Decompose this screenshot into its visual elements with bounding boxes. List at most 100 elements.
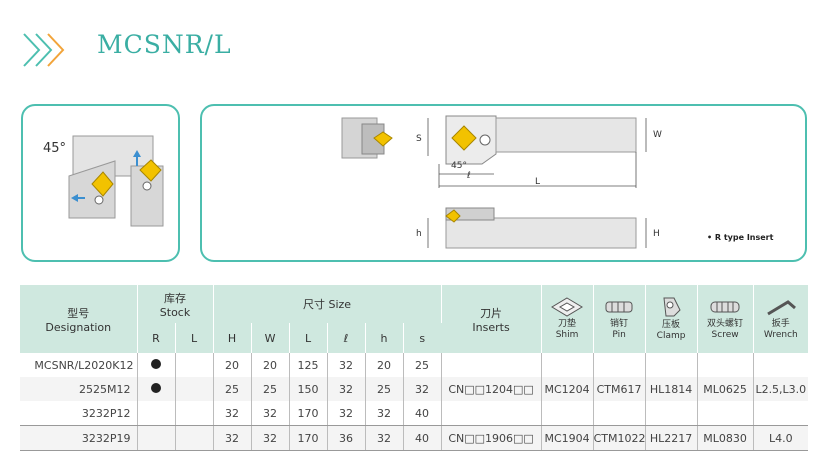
size-L-header: L [289,323,328,353]
pin-header-cn: 销钉 [610,319,629,329]
shim-header: 刀垫 Shim [541,285,594,353]
table-row: 3232P12 32 32 170 32 32 40 [20,401,809,426]
size-W-cell: 32 [251,401,290,426]
wrench-cell [753,353,808,377]
inserts-header-en: Inserts [472,320,510,334]
designation-cell: 2525M12 [20,377,138,401]
tool-angle-illustration [68,135,164,227]
dim-w-label: W [653,130,662,140]
clamp-header: 压板 Clamp [645,285,698,353]
inserts-cell [441,353,542,377]
size-s-cell: 40 [403,425,442,451]
size-H-cell: 32 [213,425,252,451]
wrench-cell: L2.5,L3.0 [753,377,809,401]
size-L-cell: 150 [289,377,328,401]
size-H-cell: 20 [213,353,252,377]
clamp-cell [645,353,698,377]
dim-angle-label: 45° [451,161,467,171]
wrench-header-en: Wrench [763,330,798,340]
inserts-cell: CN□□1204□□ [441,377,542,401]
stock-header-cn: 库存 [164,291,186,305]
dim-H-label: H [653,229,660,239]
in-stock-dot-icon [151,382,161,393]
table-row: 2525M12 25 25 150 32 25 32 CN□□1204□□ MC… [20,377,809,401]
size-W-cell: 25 [251,377,290,401]
inserts-header-cn: 刀片 [480,306,503,320]
stock-r-header: R [137,323,176,353]
pin-header-en: Pin [612,330,626,340]
size-L-cell: 170 [289,425,328,451]
angle-illustration-panel: 45° [21,104,180,262]
pin-icon [605,301,633,313]
shim-cell [541,353,594,377]
size-W-cell: 20 [251,353,290,377]
shim-cell: MC1204 [541,377,594,401]
shim-cell [541,401,594,426]
stock-r-cell [137,353,176,377]
inserts-cell [441,401,542,426]
size-ell-cell: 36 [327,425,366,451]
size-ell-header: ℓ [327,323,366,353]
size-s-cell: 40 [403,401,442,426]
stock-l-cell [175,425,214,451]
wrench-cell [753,401,809,426]
size-W-header: W [251,323,290,353]
stock-header: 库存 Stock [137,285,214,323]
stock-header-en: Stock [159,305,191,319]
screw-cell: ML0830 [697,425,754,451]
size-s-cell: 32 [403,377,442,401]
in-stock-dot-icon [151,358,161,369]
stock-l-cell [175,377,214,401]
designation-cell: MCSNR/L2020K12 [20,353,138,377]
designation-cell: 3232P19 [20,425,138,451]
dim-h-label: h [416,229,422,239]
size-H-cell: 25 [213,377,252,401]
clamp-cell: HL2217 [645,425,698,451]
size-L-cell: 170 [289,401,328,426]
designation-header-en: Designation [45,320,112,334]
clamp-header-en: Clamp [656,331,686,341]
size-W-cell: 32 [251,425,290,451]
pin-cell: CTM617 [593,377,646,401]
screw-cell [697,353,754,377]
clamp-header-cn: 压板 [662,320,681,330]
stock-l-cell [175,401,214,426]
screw-cell [697,401,754,426]
angle-label: 45° [43,141,67,156]
screw-icon [710,301,740,313]
size-s-cell: 25 [403,353,442,377]
table-row: 3232P19 32 32 170 36 32 40 CN□□1906□□ MC… [20,425,809,451]
size-h-cell: 25 [365,377,404,401]
shim-header-en: Shim [555,330,579,340]
size-H-cell: 32 [213,401,252,426]
size-header: 尺寸 Size [213,285,442,323]
shim-icon [551,297,584,317]
clamp-cell: HL1814 [645,377,698,401]
pin-cell [593,353,646,377]
wrench-header: 扳手 Wrench [753,285,809,353]
size-h-header: h [365,323,404,353]
shim-header-cn: 刀垫 [558,319,577,329]
screw-cell: ML0625 [697,377,754,401]
wrench-icon [767,300,796,316]
chevrons-icon [23,33,65,67]
clamp-cell [645,401,698,426]
wrench-header-cn: 扳手 [771,319,790,329]
spec-table: 型号 Designation 库存 Stock 尺寸 Size 刀片 Inser… [20,285,809,451]
dim-ell-label: ℓ [467,171,471,181]
dimension-drawing-panel: S W 45° ℓ L h H • R type Insert [200,104,807,262]
designation-header-cn: 型号 [67,306,90,320]
stock-r-cell [137,401,176,426]
shim-cell: MC1904 [541,425,594,451]
size-ell-cell: 32 [327,401,366,426]
designation-header: 型号 Designation [20,285,138,353]
screw-header-en: Screw [711,330,739,340]
size-h-cell: 20 [365,353,404,377]
screw-header-cn: 双头螺钉 [707,319,744,329]
size-H-header: H [213,323,252,353]
table-row: MCSNR/L2020K12 20 20 125 32 20 25 [20,353,808,377]
tool-dimension-drawing [341,115,647,249]
dim-l-label: L [535,177,541,187]
size-h-cell: 32 [365,401,404,426]
inserts-header: 刀片 Inserts [441,285,542,353]
